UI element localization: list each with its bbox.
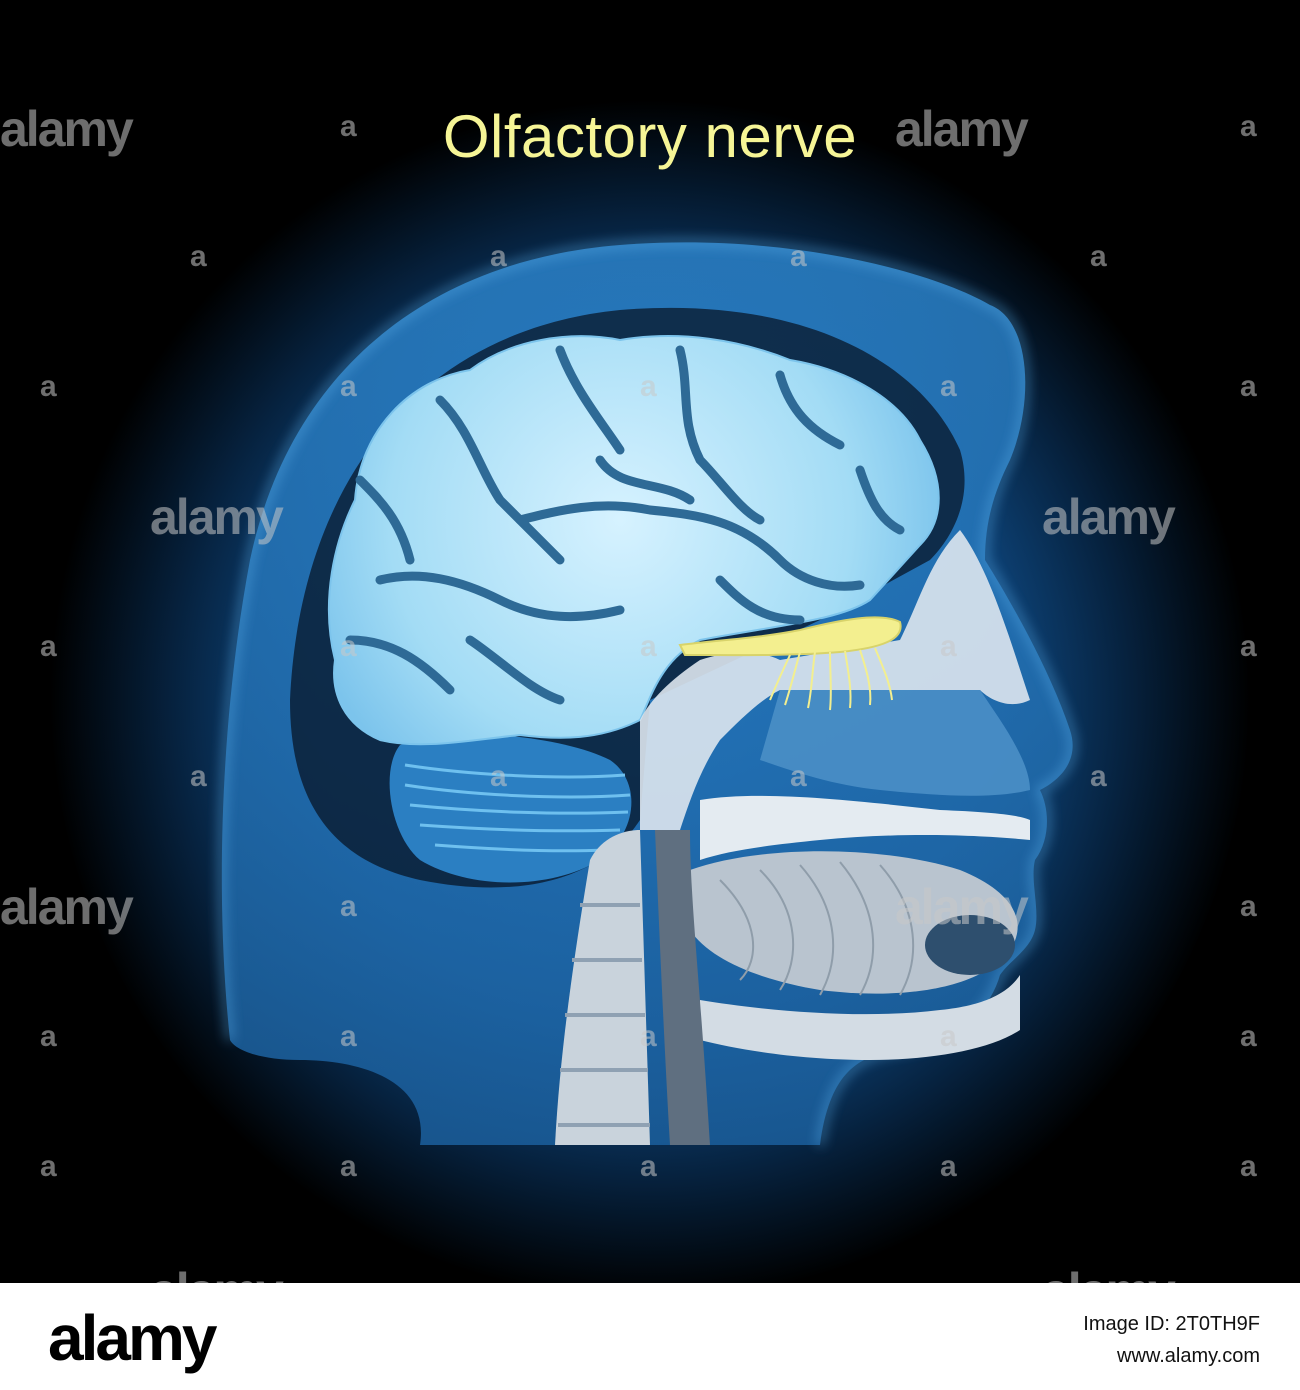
- watermark-mark: a: [490, 760, 507, 793]
- watermark-mark: a: [940, 370, 957, 403]
- palate: [700, 795, 1030, 860]
- cerebrum: [327, 335, 940, 746]
- image-id-label: Image ID: 2T0TH9F: [1083, 1313, 1260, 1335]
- watermark-mark: a: [640, 1150, 657, 1183]
- watermark-mark: a: [1240, 110, 1257, 143]
- footer-logo: alamy: [48, 1302, 217, 1374]
- vertebrae: [555, 830, 650, 1145]
- watermark-mark: a: [940, 1150, 957, 1183]
- olfactory-nerve-fibers: [769, 647, 893, 711]
- watermark-mark: a: [790, 240, 807, 273]
- watermark-mark: a: [190, 240, 207, 273]
- watermark-mark: a: [490, 240, 507, 273]
- diagram-title: Olfactory nerve: [442, 103, 858, 170]
- watermark-mark: a: [1240, 1020, 1257, 1053]
- footer-bar: alamy Image ID: 2T0TH9F www.alamy.com: [0, 1283, 1300, 1390]
- watermark-mark: a: [40, 370, 57, 403]
- watermark-mark: a: [1240, 630, 1257, 663]
- olfactory-bulb: [678, 616, 902, 657]
- watermark-mark: a: [640, 1020, 657, 1053]
- watermark-text: alamy: [1042, 1262, 1176, 1283]
- watermark-text: alamy: [0, 101, 134, 157]
- watermark-mark: a: [40, 1150, 57, 1183]
- brain-sulci: [345, 345, 905, 705]
- watermark-mark: a: [1090, 240, 1107, 273]
- watermark-mark: a: [40, 1020, 57, 1053]
- watermark-mark: a: [640, 630, 657, 663]
- watermark-text: alamy: [150, 489, 284, 545]
- watermark-text: alamy: [0, 879, 134, 935]
- cerebellum-folds: [404, 763, 631, 853]
- watermark-mark: a: [1090, 760, 1107, 793]
- watermark-text: alamy: [150, 1262, 284, 1283]
- illustration-stage: Olfactory nerve alamy alamy alamy alamy …: [0, 80, 1257, 1283]
- watermark-mark: a: [1240, 370, 1257, 403]
- watermark-text: alamy: [1042, 489, 1176, 545]
- site-url: www.alamy.com: [1117, 1345, 1260, 1367]
- watermark-mark: a: [940, 1020, 957, 1053]
- watermark-mark: a: [340, 630, 357, 663]
- watermark-mark: a: [190, 760, 207, 793]
- mouth-opening: [925, 915, 1015, 975]
- nasal-cavity: [760, 690, 1030, 796]
- pharynx: [655, 830, 710, 1145]
- watermark-mark: a: [640, 370, 657, 403]
- watermark-text: alamy: [895, 101, 1029, 157]
- watermark-mark: a: [340, 1150, 357, 1183]
- watermark-mark: a: [340, 110, 357, 143]
- watermark-mark: a: [340, 890, 357, 923]
- watermark-mark: a: [1240, 1150, 1257, 1183]
- skull-base-bone: [640, 530, 1030, 830]
- watermark-mark: a: [940, 630, 957, 663]
- head-outline-glow: [219, 239, 1076, 1146]
- jaw: [700, 975, 1020, 1060]
- watermark-mark: a: [790, 760, 807, 793]
- vertebra-gaps: [558, 903, 650, 1127]
- watermark-mark: a: [340, 370, 357, 403]
- watermark-text: alamy: [895, 879, 1029, 935]
- watermark-mark: a: [40, 630, 57, 663]
- tongue-muscle-lines: [719, 861, 915, 996]
- watermark-mark: a: [340, 1020, 357, 1053]
- watermark-mark: a: [1240, 890, 1257, 923]
- head-anatomy-illustration: [50, 80, 1250, 1283]
